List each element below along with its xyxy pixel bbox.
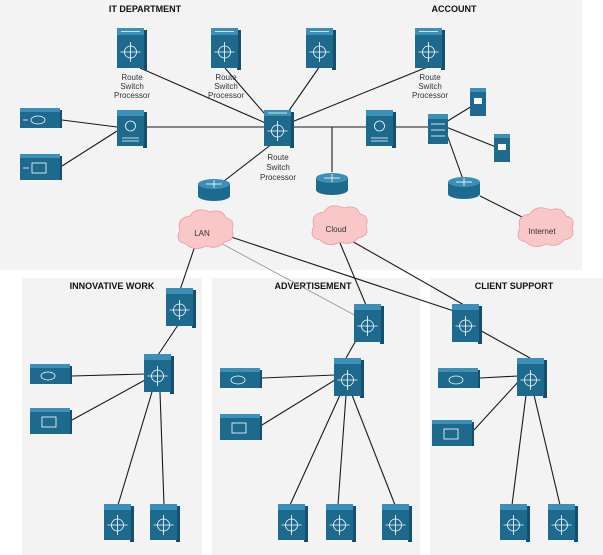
router-cloud[interactable] [316,173,348,195]
cloud-lan-label: LAN [194,229,210,238]
storage-device-innovative-bottom[interactable] [30,408,72,434]
storage-device-it-top[interactable] [20,108,62,128]
svg-text:Processor: Processor [260,173,296,182]
rsp-switch-innovative[interactable] [166,288,196,328]
svg-text:Processor: Processor [412,91,448,100]
storage-device-advertisement-top[interactable] [220,368,262,388]
server-account-top[interactable] [470,88,486,116]
core-switch-client[interactable] [517,358,547,398]
router-internet[interactable] [448,177,480,199]
svg-text:Route: Route [215,73,237,82]
svg-text:Switch: Switch [214,82,238,91]
access-switch-advertisement-1[interactable] [278,504,308,542]
rsp-switch-it-middle[interactable] [211,28,241,70]
rsp-switch-client[interactable] [452,304,482,344]
svg-text:Processor: Processor [208,91,244,100]
rsp-switch-top-center[interactable] [306,28,336,70]
cloud-lan[interactable]: LAN [177,209,234,249]
access-switch-advertisement-3[interactable] [382,504,412,542]
access-switch-advertisement-2[interactable] [326,504,356,542]
zone-title-advertisement: ADVERTISEMENT [274,281,352,291]
access-switch-client-1[interactable] [500,504,530,542]
storage-device-it-bottom[interactable] [20,154,62,180]
svg-text:Route: Route [419,73,441,82]
svg-text:Switch: Switch [266,163,290,172]
zone-title-innovative: INNOVATIVE WORK [70,281,155,291]
storage-device-innovative-top[interactable] [30,364,72,384]
access-switch-account[interactable] [428,114,448,144]
svg-text:Route: Route [121,73,143,82]
core-switch-advertisement[interactable] [334,358,364,398]
cloud-cloud[interactable]: Cloud [311,205,368,245]
server-account-bottom[interactable] [494,134,510,162]
core-switch-center[interactable] [264,110,294,148]
access-switch-innovative-1[interactable] [104,504,134,542]
multilayer-switch-it[interactable] [117,110,147,148]
access-switch-client-2[interactable] [548,504,578,542]
router-lan[interactable] [198,179,230,201]
multilayer-switch-account[interactable] [366,110,396,148]
rsp-switch-advertisement[interactable] [354,304,384,344]
cloud-internet[interactable]: Internet [517,207,574,247]
zone-title-account: ACCOUNT [432,4,477,14]
storage-device-client-top[interactable] [438,368,480,388]
storage-device-client-bottom[interactable] [432,420,474,446]
svg-text:Switch: Switch [120,82,144,91]
access-switch-innovative-2[interactable] [150,504,180,542]
svg-text:Switch: Switch [418,82,442,91]
zone-title-client: CLIENT SUPPORT [475,281,554,291]
svg-text:Processor: Processor [114,91,150,100]
svg-text:Route: Route [267,153,289,162]
cloud-cloud-label: Cloud [326,225,347,234]
zone-title-it: IT DEPARTMENT [109,4,182,14]
rsp-switch-it-left[interactable] [117,28,147,70]
cloud-internet-label: Internet [528,227,556,236]
storage-device-advertisement-bottom[interactable] [220,414,262,440]
rsp-switch-account[interactable] [415,28,445,70]
core-switch-innovative[interactable] [144,354,174,394]
